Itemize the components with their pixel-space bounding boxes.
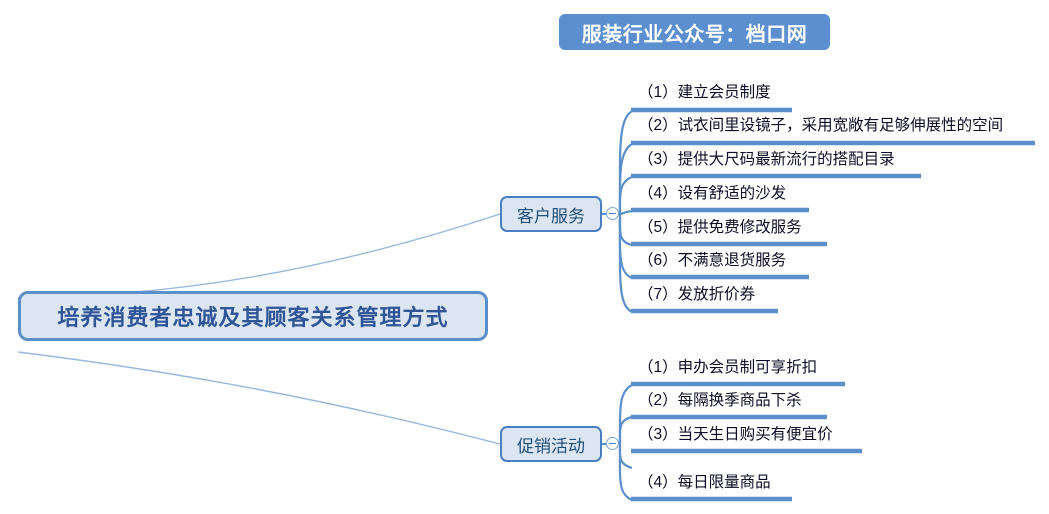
banner-text: 服装行业公众号：档口网 <box>581 23 808 46</box>
ribs-promo <box>618 384 633 502</box>
leaf-text: 当天生日购买有便宜价 <box>677 426 833 443</box>
rib-service-6 <box>618 213 633 280</box>
leaf-text: 试衣间里设镜子，采用宽敞有足够伸展性的空间 <box>677 117 1004 134</box>
banner: 服装行业公众号：档口网 <box>559 14 830 50</box>
branch-node-promo-label: 促销活动 <box>517 436 585 456</box>
leaf-number: （4） <box>638 185 678 202</box>
leaf-item[interactable]: （3）提供大尺码最新流行的搭配目录 <box>638 152 895 168</box>
leaf-item[interactable]: （2）试衣间里设镜子，采用宽敞有足够伸展性的空间 <box>638 118 1003 134</box>
leaf-item[interactable]: （6）不满意退货服务 <box>638 253 786 269</box>
leaf-item[interactable]: （3）当天生日购买有便宜价 <box>638 427 833 443</box>
collapse-toggle-service-icon[interactable] <box>606 207 619 220</box>
ribs-service <box>618 110 633 313</box>
rib-promo-4 <box>618 443 633 502</box>
rib-service-7 <box>618 213 633 313</box>
leaf-text: 提供免费修改服务 <box>677 219 802 236</box>
leaf-number: （7） <box>638 286 678 303</box>
leaf-number: （6） <box>638 252 678 269</box>
leaf-item[interactable]: （5）提供免费修改服务 <box>638 220 802 236</box>
rib-service-5 <box>618 213 633 247</box>
leaf-number: （2） <box>638 117 678 134</box>
leaf-item[interactable]: （4）每日限量商品 <box>638 475 771 491</box>
rib-promo-2 <box>618 415 633 445</box>
leaf-number: （3） <box>638 426 678 443</box>
leaf-item[interactable]: （7）发放折价券 <box>638 287 755 303</box>
branch-node-service-label: 客户服务 <box>517 206 585 226</box>
leaf-item[interactable]: （4）设有舒适的沙发 <box>638 186 786 202</box>
leaf-number: （3） <box>638 151 678 168</box>
root-node-label: 培养消费者忠诚及其顾客关系管理方式 <box>57 305 449 330</box>
branch-node-promo[interactable]: 促销活动 <box>500 426 602 462</box>
leaf-number: （2） <box>638 392 678 409</box>
leaf-number: （5） <box>638 219 678 236</box>
leaf-item[interactable]: （2）每隔换季商品下杀 <box>638 393 802 409</box>
leaf-item[interactable]: （1）申办会员制可享折扣 <box>638 360 817 376</box>
leaf-number: （1） <box>638 84 678 101</box>
branch-node-service[interactable]: 客户服务 <box>500 196 602 232</box>
rib-promo-3 <box>618 443 633 470</box>
rib-service-2 <box>618 143 633 215</box>
collapse-toggle-promo-icon[interactable] <box>606 437 619 450</box>
leaf-text: 每日限量商品 <box>677 474 771 491</box>
leaf-text: 每隔换季商品下杀 <box>677 392 802 409</box>
leaf-text: 建立会员制度 <box>677 84 771 101</box>
root-node[interactable]: 培养消费者忠诚及其顾客关系管理方式 <box>18 291 488 341</box>
rib-promo-1 <box>618 384 633 445</box>
leaf-number: （4） <box>638 474 678 491</box>
connector-root-to-promo <box>17 351 501 445</box>
rib-service-3 <box>618 175 633 215</box>
underlines-service <box>631 107 1035 314</box>
connector-root-to-service <box>17 213 501 299</box>
leaf-text: 发放折价券 <box>677 286 756 303</box>
leaf-text: 设有舒适的沙发 <box>677 185 787 202</box>
rib-service-4 <box>619 209 633 216</box>
leaf-number: （1） <box>638 359 678 376</box>
leaf-text: 不满意退货服务 <box>677 252 787 269</box>
leaf-item[interactable]: （1）建立会员制度 <box>638 85 771 101</box>
leaf-text: 申办会员制可享折扣 <box>677 359 818 376</box>
rib-service-1 <box>618 110 633 215</box>
leaf-text: 提供大尺码最新流行的搭配目录 <box>677 151 895 168</box>
